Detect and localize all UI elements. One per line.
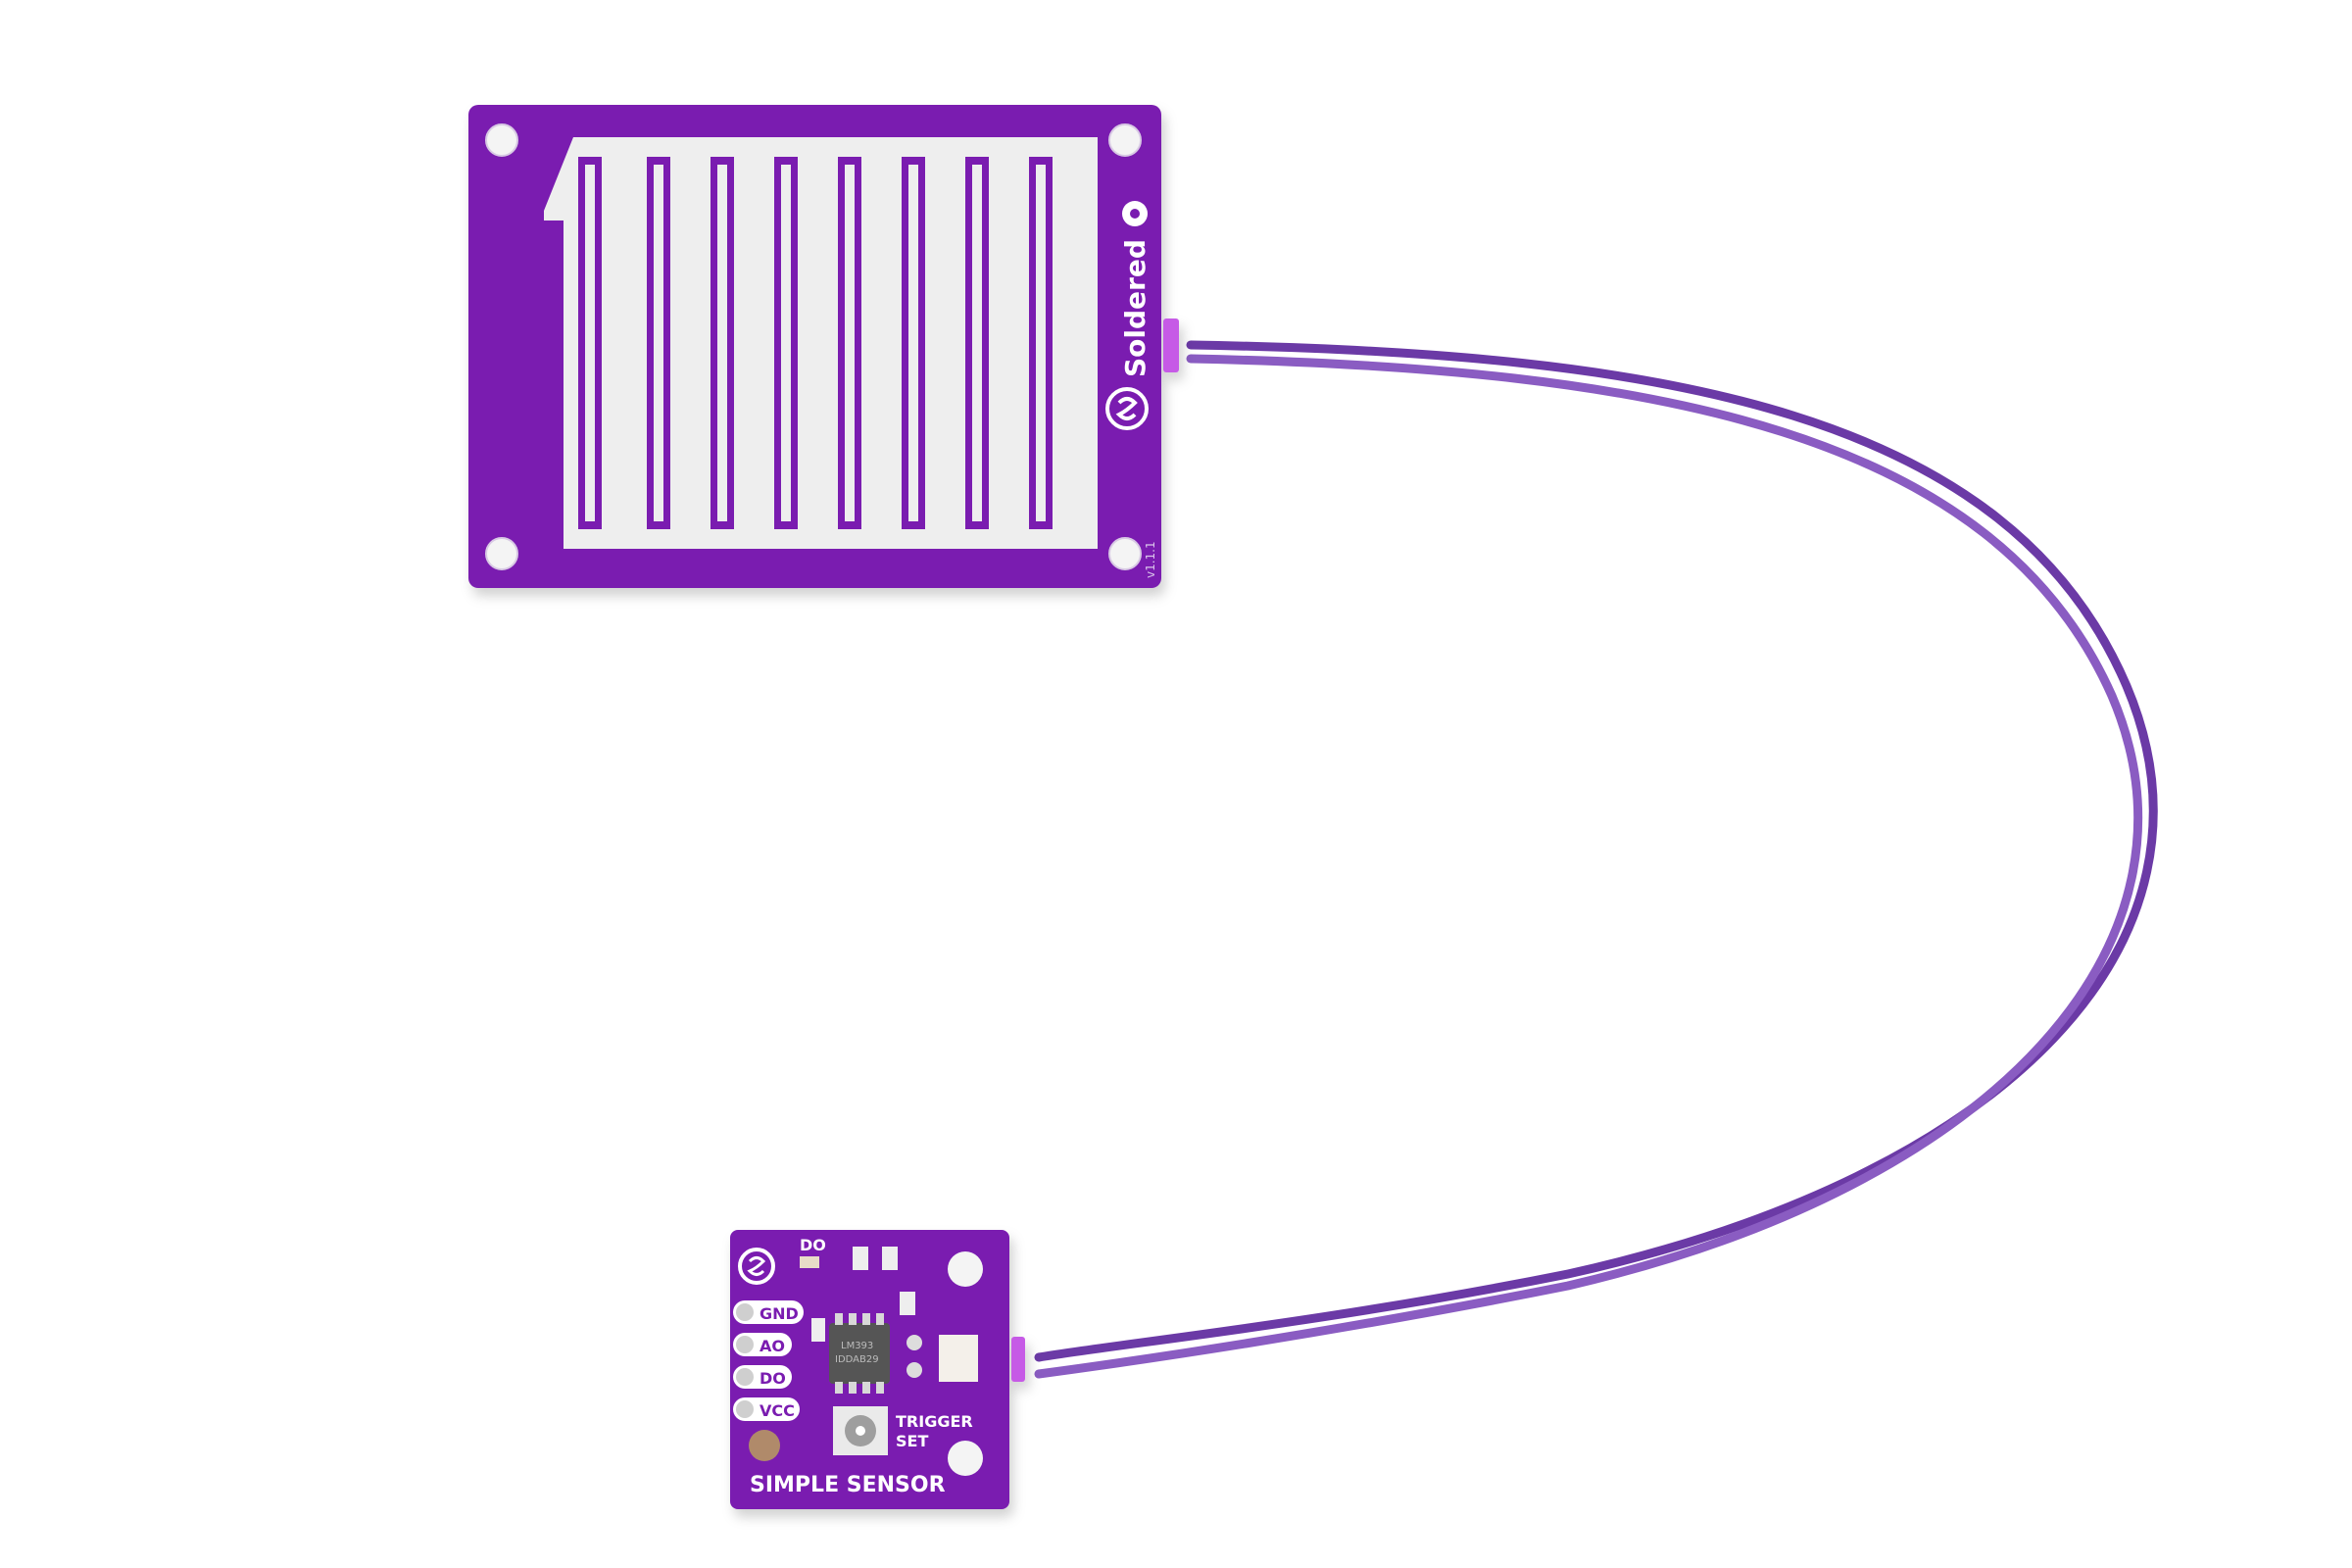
module-title: SIMPLE SENSOR bbox=[750, 1473, 946, 1497]
svg-text:TRIGGER: TRIGGER bbox=[896, 1412, 973, 1431]
svg-text:IDDAB29: IDDAB29 bbox=[835, 1354, 879, 1365]
svg-text:LM393: LM393 bbox=[841, 1341, 873, 1351]
mount-hole bbox=[485, 537, 518, 570]
version-text: v1.1.1 bbox=[1144, 541, 1157, 578]
svg-text:SET: SET bbox=[896, 1432, 928, 1450]
sensor-plate: Soldered v1.1.1 bbox=[468, 105, 1179, 588]
lm393-chip: LM393 IDDAB29 bbox=[829, 1313, 890, 1394]
plate-connector bbox=[1163, 318, 1179, 372]
soldered-logo-icon bbox=[738, 1248, 775, 1285]
led-label: DO bbox=[800, 1236, 826, 1254]
module-connector bbox=[939, 1335, 978, 1382]
pad bbox=[749, 1430, 780, 1461]
soldered-logo-icon bbox=[1105, 387, 1149, 430]
pin-ao: AO bbox=[760, 1337, 785, 1355]
pin-gnd: GND bbox=[760, 1304, 799, 1323]
pin-header: GND AO DO VCC bbox=[733, 1300, 804, 1421]
mount-hole bbox=[1108, 537, 1142, 570]
mount-hole bbox=[1108, 123, 1142, 157]
mount-hole bbox=[485, 123, 518, 157]
cable bbox=[1034, 340, 2158, 1379]
trigger-potentiometer bbox=[833, 1406, 888, 1455]
pin-do: DO bbox=[760, 1369, 786, 1388]
mount-hole bbox=[948, 1251, 983, 1287]
sensor-module: DO GND AO DO VCC LM393 bbox=[730, 1230, 1025, 1509]
pin-vcc: VCC bbox=[760, 1401, 795, 1420]
brand-text: Soldered bbox=[1119, 239, 1152, 377]
gear-icon bbox=[1122, 201, 1148, 226]
mount-hole bbox=[948, 1441, 983, 1476]
